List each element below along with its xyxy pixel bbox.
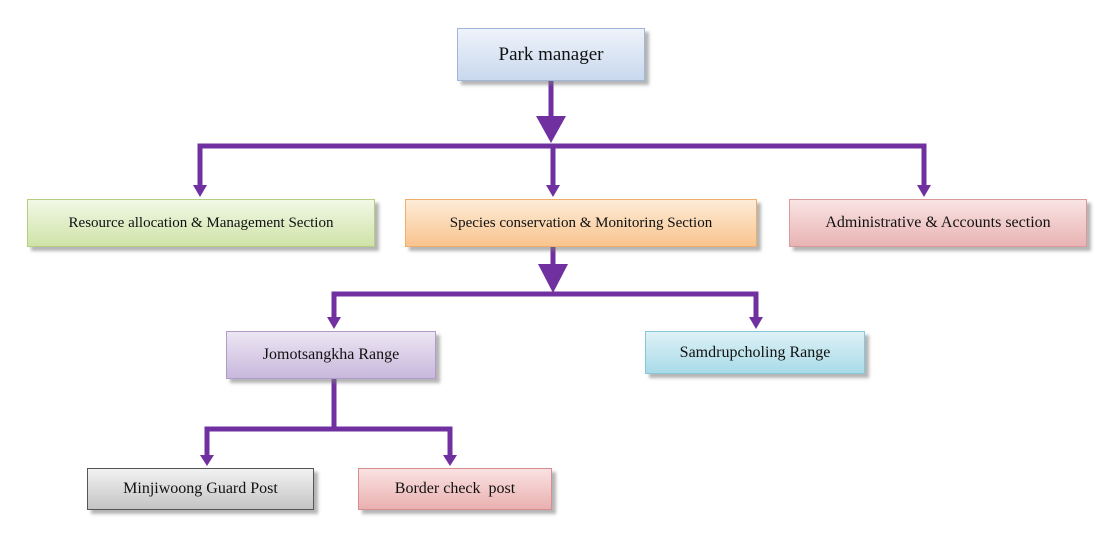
node-label: Jomotsangkha Range <box>262 346 400 363</box>
node-label: Resource allocation & Management Section <box>68 214 334 231</box>
node-label: Park manager <box>498 43 604 65</box>
node-admin-section: Administrative & Accounts section <box>789 199 1087 247</box>
arrowhead-jomo <box>327 317 341 329</box>
arrowhead-manager-big <box>536 116 566 143</box>
node-label: Samdrupcholing Range <box>679 343 831 361</box>
arrowhead-samdrup <box>749 317 763 329</box>
node-species-section: Species conservation & Monitoring Sectio… <box>405 199 757 247</box>
arrowhead-species-big <box>538 264 568 293</box>
arrowhead-border <box>443 455 457 466</box>
node-label: Species conservation & Monitoring Sectio… <box>449 214 713 231</box>
arrowhead-species <box>546 185 560 197</box>
arrowhead-admin <box>917 185 931 197</box>
node-jomotsangkha-range: Jomotsangkha Range <box>226 331 436 379</box>
node-label: Border check post <box>394 480 516 497</box>
node-border-post: Border check post <box>358 468 552 510</box>
node-minjiwoong-post: Minjiwoong Guard Post <box>87 468 314 510</box>
arrowhead-minji <box>200 455 214 466</box>
node-label: Minjiwoong Guard Post <box>123 480 278 497</box>
node-label: Administrative & Accounts section <box>825 214 1051 231</box>
node-samdrupcholing-range: Samdrupcholing Range <box>645 331 865 374</box>
node-resource-section: Resource allocation & Management Section <box>27 199 375 247</box>
arrowhead-resource <box>193 185 207 197</box>
node-park-manager: Park manager <box>457 28 645 81</box>
